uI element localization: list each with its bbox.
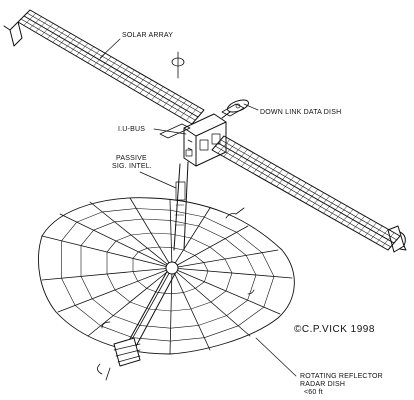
- rotation-arrow-upper: [171, 51, 185, 79]
- label-sig-intel: SIG. INTEL.: [112, 163, 152, 170]
- rotation-arrow-mid: [225, 207, 245, 219]
- rotating-reflector-radar-dish: [38, 197, 295, 355]
- label-down-link-data-dish: DOWN LINK DATA DISH: [260, 109, 341, 116]
- solar-array-left: [17, 9, 205, 125]
- label-rotating-reflector: ROTATING REFLECTOR: [300, 373, 383, 380]
- label-solar-array: SOLAR ARRAY: [122, 32, 173, 39]
- leader-lines: [99, 38, 297, 377]
- rotation-arrow-lower: [97, 289, 255, 381]
- boom-mast: [173, 161, 189, 251]
- label-radar-dish: RADAR DISH: [300, 381, 345, 388]
- solar-array-tip-right: [387, 225, 407, 253]
- label-passive: PASSIVE: [116, 155, 147, 162]
- solar-array-right: [211, 135, 401, 251]
- solar-array-tip-left: [3, 21, 23, 47]
- down-link-data-dish: [221, 99, 249, 119]
- label-size: <60 ft: [304, 389, 323, 396]
- label-iu-bus: I.U-BUS: [118, 126, 145, 133]
- iu-bus-body: [159, 103, 245, 167]
- feed-boom-lower: [113, 261, 179, 367]
- credit-text: ©C.P.VICK 1998: [294, 324, 375, 335]
